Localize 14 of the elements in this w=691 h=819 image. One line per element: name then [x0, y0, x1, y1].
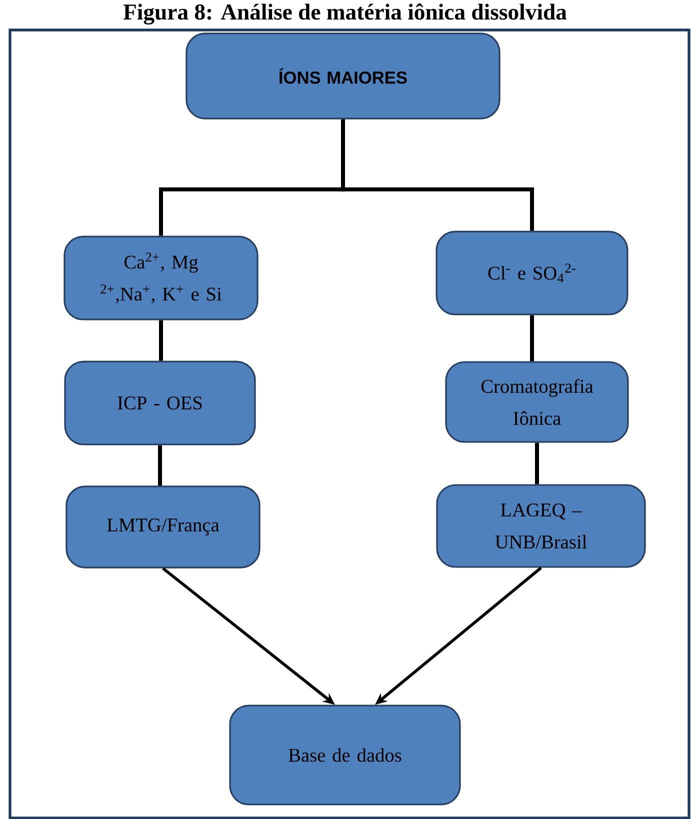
process-box: Ca$^{2+}$, Mg $^{2+}$,Na$^{+}$, K$^{+}$ e Si	[64, 236, 258, 320]
process-box: Base de dados	[229, 704, 461, 806]
connector	[341, 119, 534, 231]
process-box: Cromatografia Iônica	[445, 361, 629, 443]
process-box: LAGEQ – UNB/Brasil	[436, 484, 646, 568]
process-box: LMTG/França	[66, 486, 260, 568]
connector	[159, 320, 163, 361]
connector	[535, 442, 539, 484]
process-box: ICP - OES	[64, 360, 256, 446]
figure-title: Figura 8: Análise de matéria iônica dissolvida	[123, 4, 567, 24]
connector	[158, 445, 162, 486]
process-box: Cl$^{-}$ e SO$_{4}$2-	[436, 230, 628, 316]
connector	[530, 315, 534, 362]
process-box: ÍONS MAIORES	[186, 32, 500, 120]
